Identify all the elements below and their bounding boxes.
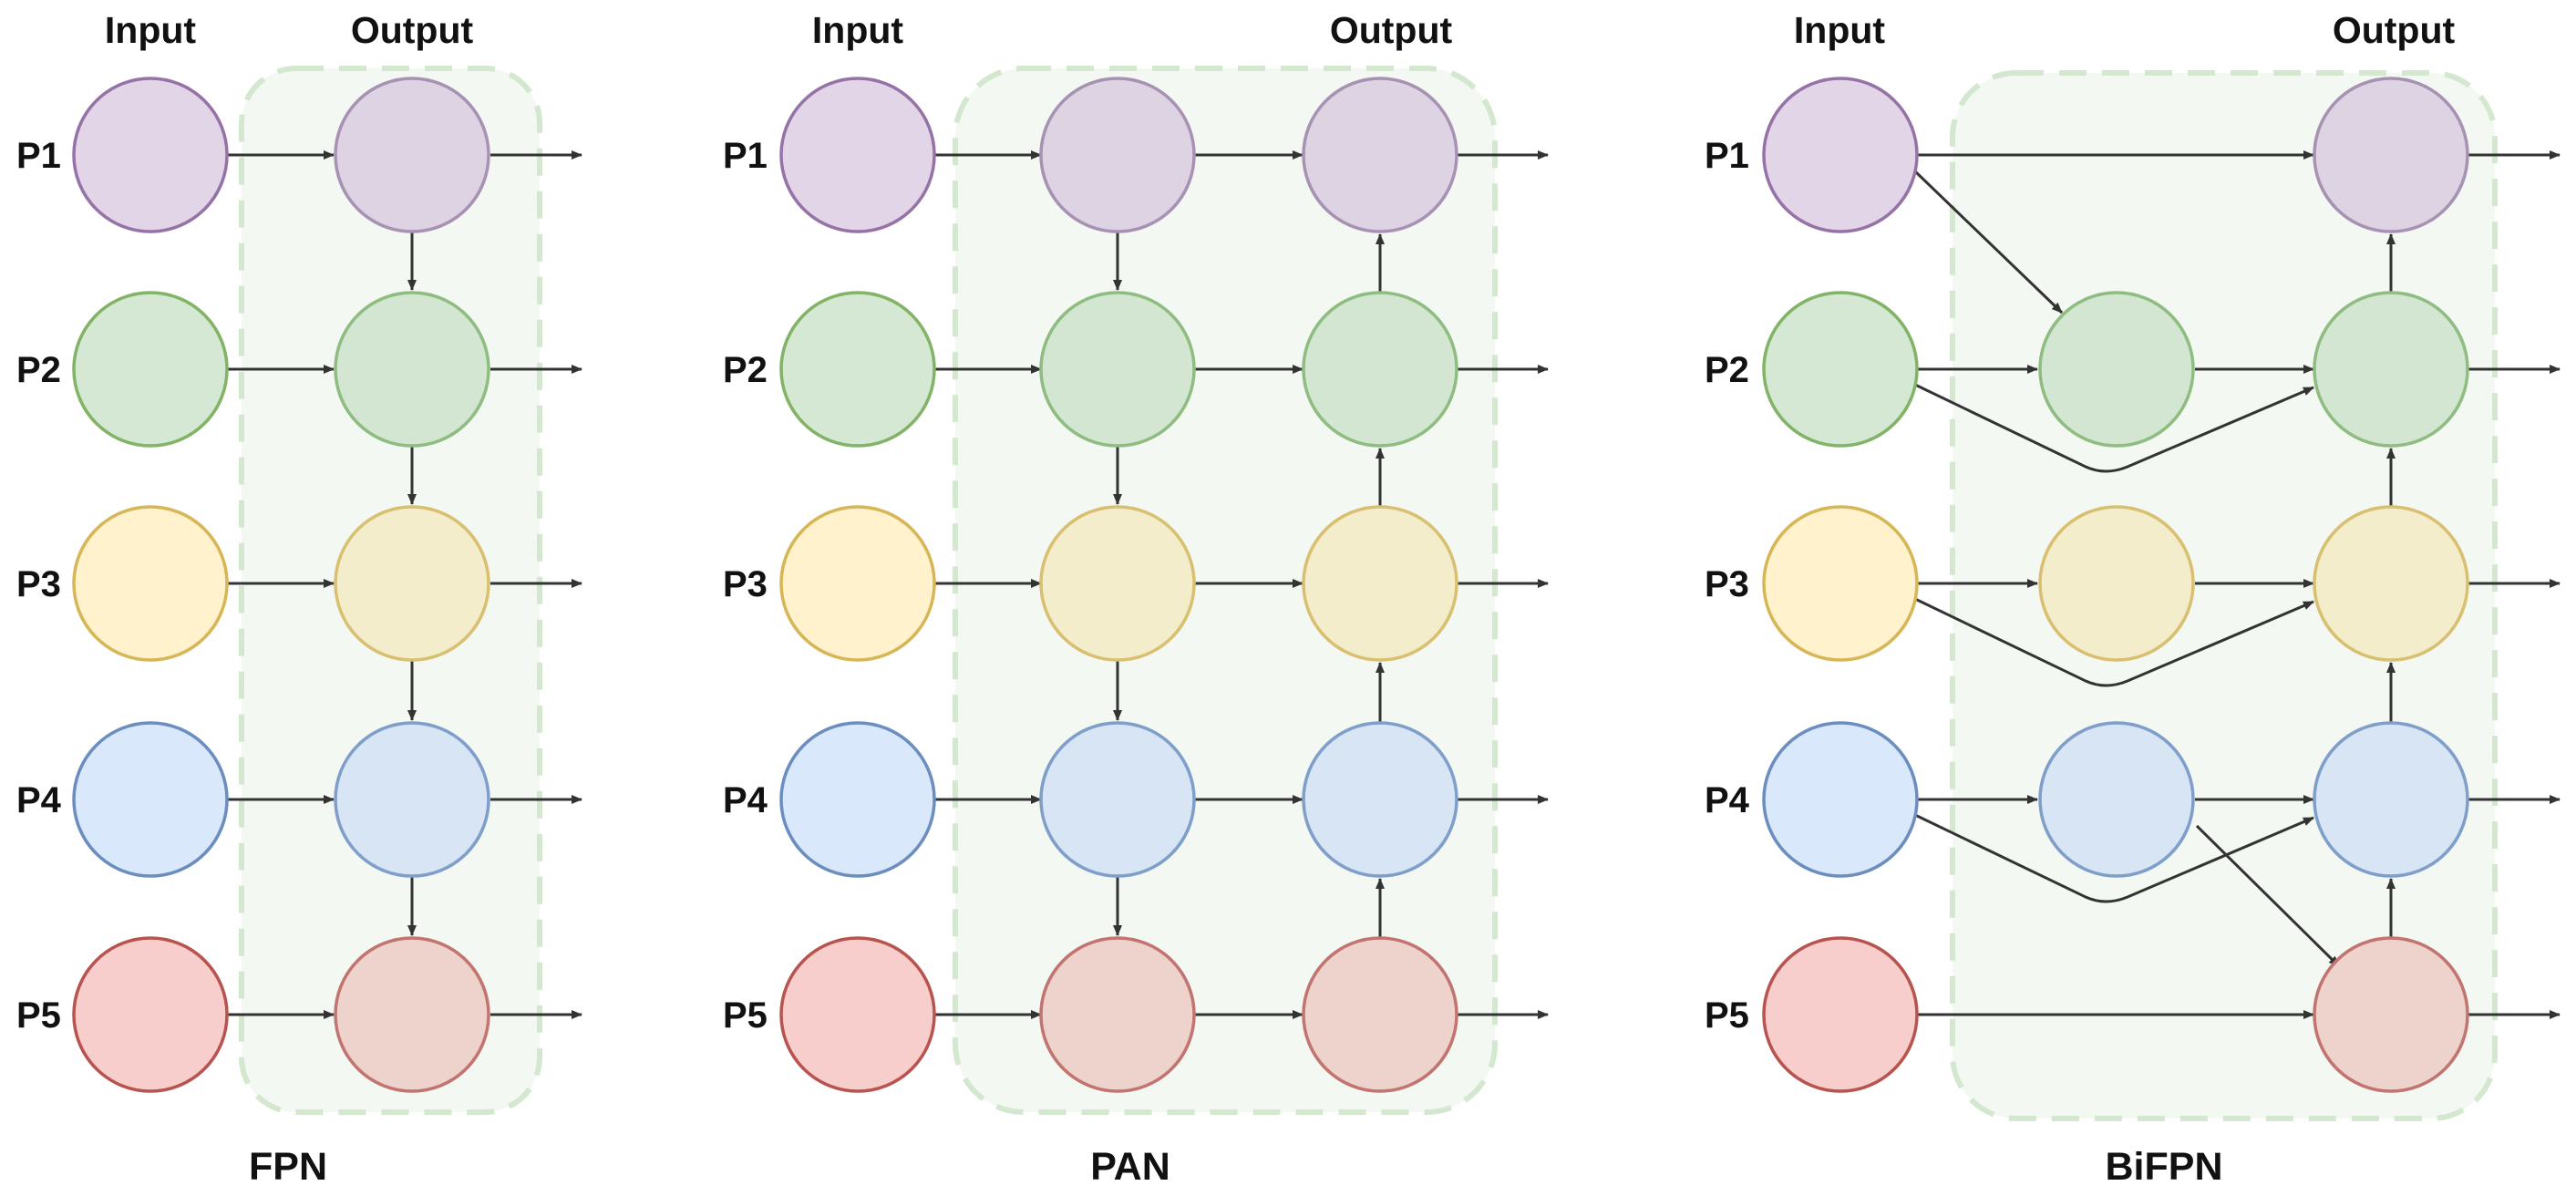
fpn-output-nodes [334,77,490,1093]
bifpn-output-node-p4 [2313,721,2469,878]
fpn-edges [227,150,582,1019]
pan-label-p1: P1 [723,136,768,176]
fpn-output-node-p1 [334,77,490,233]
bifpn-title: BiFPN [2106,1145,2223,1189]
bifpn-edge-p3-in-skip [1914,597,2314,687]
fpn-output-header: Output [351,9,474,51]
fpn-level-labels: P1 P2 P3 P4 P5 [16,136,62,1036]
fpn-label-p1: P1 [16,136,61,176]
fpn-output-node-p2 [334,291,490,448]
pan-output-node-p5 [1302,936,1458,1093]
pan-output-nodes [1302,77,1458,1093]
bifpn-edge-p4mid-p5out [2195,824,2341,968]
pan-title: PAN [1090,1145,1170,1189]
fpn-input-nodes [72,77,229,1093]
bifpn-edge-p1-in-p2mid [1913,170,2064,314]
pan-topdown-node-p4 [1039,721,1196,878]
fpn-diagram: P1 P2 P3 P4 P5 Input Output FPN [16,9,582,1189]
bifpn-edge-p2-in-skip [1914,383,2314,473]
pan-label-p5: P5 [723,995,768,1036]
bifpn-label-p2: P2 [1705,350,1749,390]
pan-label-p4: P4 [723,780,768,820]
fpn-label-p4: P4 [16,780,62,820]
pan-topdown-node-p2 [1039,291,1196,448]
pan-output-node-p4 [1302,721,1458,878]
bifpn-input-node-p4 [1762,721,1919,878]
pan-output-node-p1 [1302,77,1458,233]
fpn-input-node-p5 [72,936,229,1093]
bifpn-output-header: Output [2333,9,2456,51]
fpn-input-node-p3 [72,505,229,662]
bifpn-mid-node-p2 [2038,291,2195,448]
pan-output-node-p3 [1302,505,1458,662]
bifpn-output-node-p5 [2313,936,2469,1093]
pan-topdown-node-p5 [1039,936,1196,1093]
fpn-label-p3: P3 [16,564,61,604]
fpn-label-p5: P5 [16,995,61,1036]
fpn-output-node-p4 [334,721,490,878]
fpn-input-header: Input [105,9,197,51]
bifpn-label-p5: P5 [1705,995,1749,1036]
fpn-input-node-p1 [72,77,229,233]
pan-input-header: Input [812,9,904,51]
bifpn-mid-node-p3 [2038,505,2195,662]
bifpn-diagram: P1 P2 P3 P4 P5 Input Output BiFPN [1705,9,2561,1189]
pan-output-header: Output [1330,9,1453,51]
bifpn-input-node-p3 [1762,505,1919,662]
pan-level-labels: P1 P2 P3 P4 P5 [723,136,768,1036]
fpn-output-node-p3 [334,505,490,662]
bifpn-output-node-p2 [2313,291,2469,448]
pan-input-node-p5 [779,936,936,1093]
bifpn-edges [1913,150,2561,1019]
bifpn-label-p1: P1 [1705,136,1749,176]
pan-topdown-nodes [1039,77,1196,1093]
fpn-output-node-p5 [334,936,490,1093]
bifpn-input-node-p1 [1762,77,1919,233]
bifpn-label-p3: P3 [1705,564,1749,604]
pan-diagram: P1 P2 P3 P4 P5 Input Output PAN [723,9,1549,1189]
fpn-title: FPN [249,1145,327,1189]
pan-input-node-p4 [779,721,936,878]
bifpn-edge-p4-in-skip [1914,813,2314,903]
bifpn-label-p4: P4 [1705,780,1750,820]
fpn-label-p2: P2 [16,350,61,390]
bifpn-output-nodes [2313,77,2469,1093]
pan-input-nodes [779,77,936,1093]
fpn-input-node-p4 [72,721,229,878]
pan-topdown-node-p3 [1039,505,1196,662]
pan-edges [934,150,1549,1019]
pan-input-node-p3 [779,505,936,662]
bifpn-input-header: Input [1794,9,1886,51]
bifpn-mid-node-p4 [2038,721,2195,878]
bifpn-input-node-p2 [1762,291,1919,448]
bifpn-input-nodes [1762,77,1919,1093]
pan-output-node-p2 [1302,291,1458,448]
pan-topdown-node-p1 [1039,77,1196,233]
bifpn-input-node-p5 [1762,936,1919,1093]
pan-input-node-p2 [779,291,936,448]
bifpn-level-labels: P1 P2 P3 P4 P5 [1705,136,1750,1036]
pan-label-p3: P3 [723,564,768,604]
bifpn-output-node-p3 [2313,505,2469,662]
bifpn-output-node-p1 [2313,77,2469,233]
pan-label-p2: P2 [723,350,768,390]
fpn-input-node-p2 [72,291,229,448]
bifpn-intermediate-nodes [2038,291,2195,878]
pan-input-node-p1 [779,77,936,233]
